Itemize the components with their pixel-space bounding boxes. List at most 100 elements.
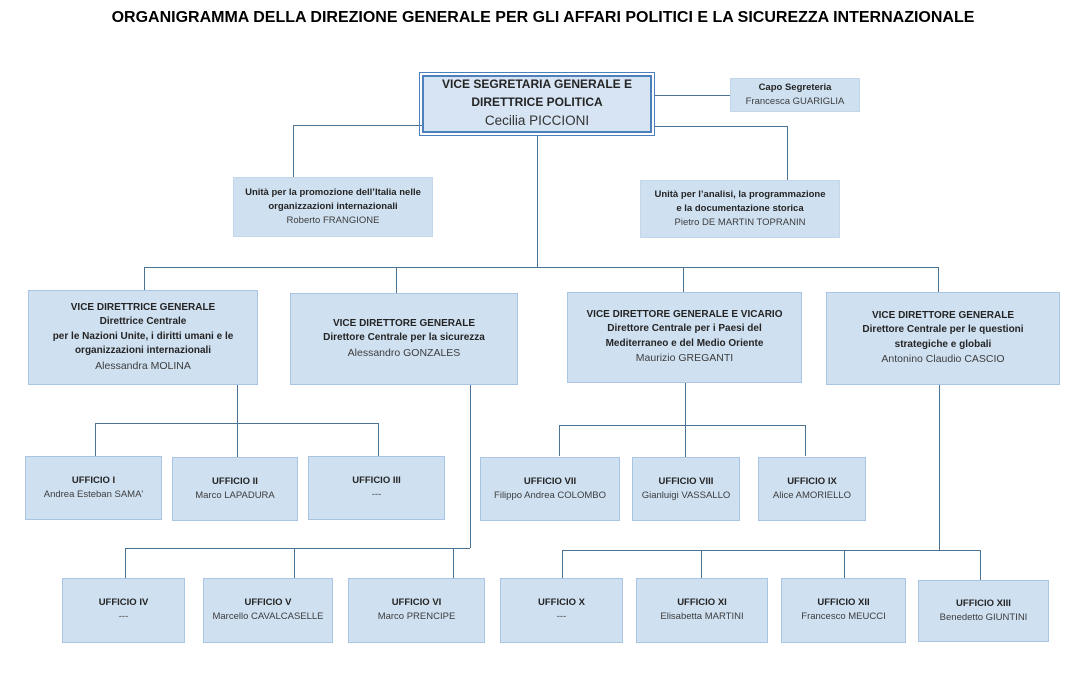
connector-root-unita-left-h [293, 125, 422, 126]
org-box-vdg-vicario-mediterraneo: VICE DIRETTORE GENERALE E VICARIO Dirett… [567, 292, 802, 383]
box-person: --- [118, 611, 129, 623]
connector-drop-vdg1 [144, 267, 145, 290]
box-person: Alice AMORIELLO [772, 489, 852, 501]
connector-rail-uffici-7-9 [559, 425, 805, 426]
box-role: Direttore Centrale per i Paesi del [607, 323, 762, 335]
org-box-ufficio-8: UFFICIO VIII Gianluigi VASSALLO [632, 457, 740, 521]
org-box-capo-segreteria: Capo Segreteria Francesca GUARIGLIA [730, 78, 860, 112]
connector-root-unita-right-v [787, 126, 788, 180]
box-role: VICE DIRETTRICE GENERALE [70, 301, 216, 313]
box-role: UFFICIO X [538, 597, 585, 609]
org-box-ufficio-5: UFFICIO V Marcello CAVALCASELLE [203, 578, 333, 643]
connector-rail-uffici-1-3 [95, 423, 378, 424]
org-box-ufficio-1: UFFICIO I Andrea Esteban SAMA' [25, 456, 162, 520]
box-person: Alessandro GONZALES [347, 346, 461, 359]
org-box-ufficio-6: UFFICIO VI Marco PRENCIPE [348, 578, 485, 643]
org-box-ufficio-11: UFFICIO XI Elisabetta MARTINI [636, 578, 768, 643]
org-box-unita-promozione: Unità per la promozione dell’Italia nell… [233, 177, 433, 237]
box-role: Direttore Centrale per le questioni [862, 324, 1024, 336]
connector-vdg1-stem [237, 385, 238, 457]
box-person: Francesca GUARIGLIA [745, 95, 845, 107]
connector-drop-uff1 [95, 423, 96, 456]
box-role: UFFICIO XIII [956, 597, 1011, 609]
box-role: VICE DIRETTORE GENERALE E VICARIO [586, 308, 783, 320]
connector-drop-uff13 [980, 550, 981, 580]
box-person: Marco LAPADURA [195, 489, 275, 501]
connector-drop-uff6 [453, 548, 454, 578]
connector-main-rail [144, 267, 938, 268]
connector-vdg4-stem [939, 385, 940, 550]
box-person: --- [371, 488, 382, 500]
connector-root-unita-left-v [293, 125, 294, 177]
connector-root-capo [655, 95, 730, 96]
box-role: UFFICIO IX [787, 475, 837, 487]
box-person: --- [556, 611, 567, 623]
box-person: Francesco MEUCCI [801, 611, 886, 623]
box-role: Direttore Centrale per la sicurezza [323, 332, 485, 344]
box-role: VICE DIRETTORE GENERALE [332, 317, 476, 329]
connector-rail-uffici-10-13 [562, 550, 980, 551]
box-person: Alessandra MOLINA [95, 359, 191, 372]
connector-vdg3-stem [685, 383, 686, 457]
org-box-ufficio-2: UFFICIO II Marco LAPADURA [172, 457, 298, 521]
box-role: organizzazioni internazionali [268, 200, 398, 212]
connector-drop-uff9 [805, 425, 806, 456]
org-box-ufficio-12: UFFICIO XII Francesco MEUCCI [781, 578, 906, 643]
box-person: Roberto FRANGIONE [286, 214, 380, 226]
box-role: UFFICIO III [352, 474, 401, 486]
box-person: Cecilia PICCIONI [484, 113, 590, 129]
box-role: UFFICIO I [71, 474, 116, 486]
connector-drop-uff3 [378, 423, 379, 456]
org-box-ufficio-4: UFFICIO IV --- [62, 578, 185, 643]
box-role: strategiche e globali [894, 338, 992, 350]
connector-drop-vdg4 [938, 267, 939, 292]
page-title: ORGANIGRAMMA DELLA DIREZIONE GENERALE PE… [111, 9, 975, 26]
box-role: Capo Segreteria [758, 81, 832, 93]
org-box-ufficio-3: UFFICIO III --- [308, 456, 445, 520]
connector-drop-uff12 [844, 550, 845, 578]
box-role: per le Nazioni Unite, i diritti umani e … [52, 330, 234, 342]
connector-root-stem [537, 136, 538, 267]
org-box-vice-segretaria-generale: VICE SEGRETARIA GENERALE E DIRETTRICE PO… [419, 72, 655, 136]
connector-drop-uff7 [559, 425, 560, 456]
box-role: organizzazioni internazionali [74, 345, 212, 357]
connector-drop-vdg3 [683, 267, 684, 292]
box-role: UFFICIO IV [98, 597, 149, 609]
box-role: Unità per la promozione dell’Italia nell… [245, 187, 421, 199]
box-person: Maurizio GREGANTI [635, 352, 734, 365]
org-box-vdg-nazioni-unite: VICE DIRETTRICE GENERALE Direttrice Cent… [28, 290, 258, 385]
box-role: UFFICIO VII [523, 475, 577, 487]
box-role: UFFICIO XII [817, 597, 870, 609]
box-person: Andrea Esteban SAMA' [43, 488, 144, 500]
box-role: UFFICIO VIII [658, 475, 714, 487]
box-person: Marco PRENCIPE [377, 611, 456, 623]
box-role: UFFICIO VI [391, 597, 442, 609]
connector-vdg2-stem [470, 385, 471, 548]
box-role: UFFICIO V [244, 597, 292, 609]
box-person: Gianluigi VASSALLO [641, 489, 731, 501]
org-box-unita-analisi: Unità per l’analisi, la programmazione e… [640, 180, 840, 238]
box-role: VICE DIRETTORE GENERALE [871, 309, 1015, 321]
connector-root-unita-right-h [655, 126, 787, 127]
box-role: Direttrice Centrale [99, 316, 187, 328]
box-person: Elisabetta MARTINI [660, 611, 744, 623]
box-person: Marcello CAVALCASELLE [212, 611, 324, 623]
connector-drop-uff4 [125, 548, 126, 578]
connector-drop-uff10 [562, 550, 563, 578]
org-box-ufficio-10: UFFICIO X --- [500, 578, 623, 643]
org-box-vdg-questioni-strategiche: VICE DIRETTORE GENERALE Direttore Centra… [826, 292, 1060, 385]
connector-drop-vdg2 [396, 267, 397, 293]
org-box-ufficio-7: UFFICIO VII Filippo Andrea COLOMBO [480, 457, 620, 521]
connector-drop-uff11 [701, 550, 702, 578]
connector-drop-uff5 [294, 548, 295, 578]
box-role: Mediterraneo e del Medio Oriente [605, 337, 764, 349]
box-person: Pietro DE MARTIN TOPRANIN [674, 216, 806, 228]
box-role: e la documentazione storica [676, 202, 804, 214]
org-box-ufficio-9: UFFICIO IX Alice AMORIELLO [758, 457, 866, 521]
org-box-vdg-sicurezza: VICE DIRETTORE GENERALE Direttore Centra… [290, 293, 518, 385]
org-box-ufficio-13: UFFICIO XIII Benedetto GIUNTINI [918, 580, 1049, 642]
box-role: UFFICIO XI [677, 597, 727, 609]
box-person: Filippo Andrea COLOMBO [494, 489, 606, 501]
connector-rail-uffici-4-6 [125, 548, 470, 549]
box-role: UFFICIO II [212, 475, 258, 487]
